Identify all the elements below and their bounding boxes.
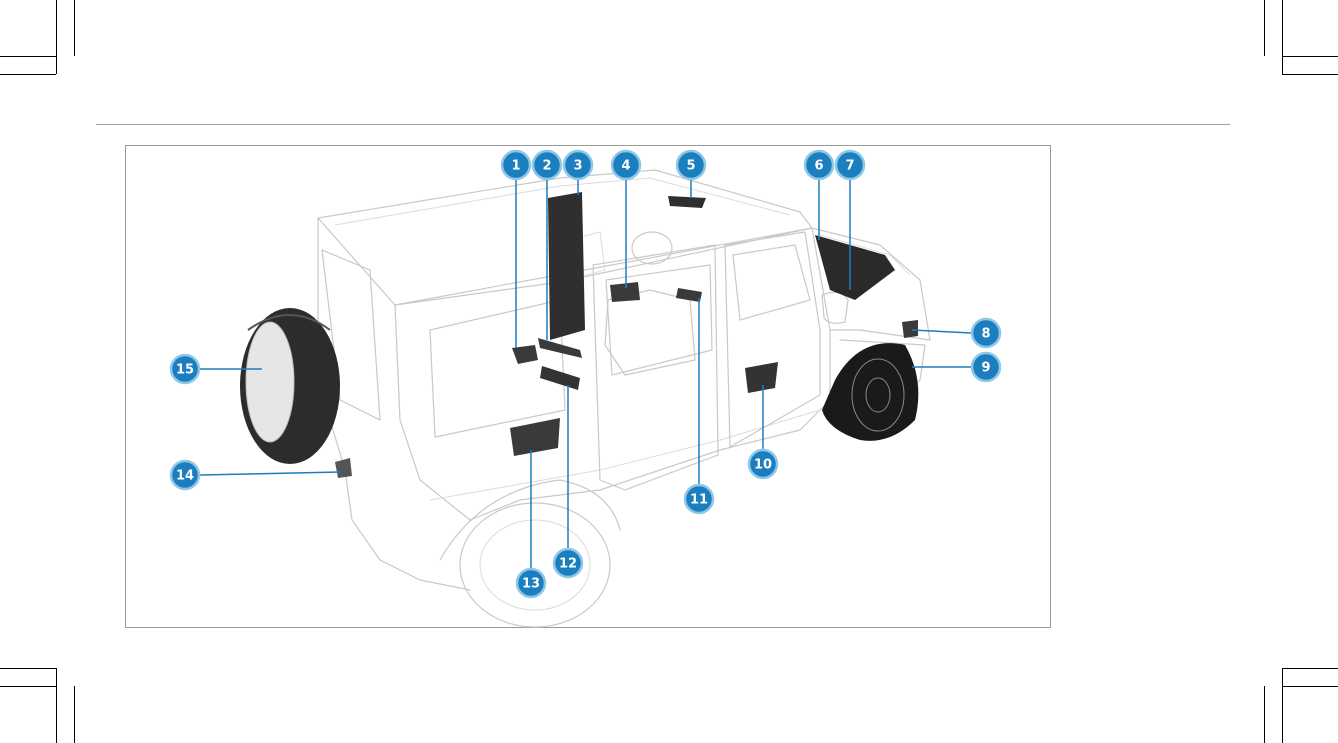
component-14-shape xyxy=(335,458,352,478)
callout-13-label: 13 xyxy=(522,577,540,592)
callout-5-label: 5 xyxy=(686,159,695,174)
callout-2: 2 xyxy=(533,151,561,179)
callout-14: 14 xyxy=(171,461,199,489)
callout-6-label: 6 xyxy=(814,159,823,174)
crop-mark-top-left xyxy=(0,0,75,75)
callout-9-label: 9 xyxy=(981,361,990,376)
callout-12-label: 12 xyxy=(559,557,577,572)
callout-13: 13 xyxy=(517,569,545,597)
vehicle-illustration xyxy=(240,170,930,627)
callout-15-label: 15 xyxy=(176,363,194,378)
spare-wheel xyxy=(240,308,340,464)
component-5-shape xyxy=(668,196,706,208)
callout-12: 12 xyxy=(554,549,582,577)
crop-mark-top-right xyxy=(1265,0,1338,75)
component-13-shape xyxy=(510,418,560,456)
callout-15: 15 xyxy=(171,355,199,383)
callout-4-label: 4 xyxy=(621,159,630,174)
component-3-shape xyxy=(548,192,585,340)
callout-5: 5 xyxy=(677,151,705,179)
crop-mark-bottom-right xyxy=(1265,668,1338,743)
callout-7-label: 7 xyxy=(845,159,854,174)
callout-11: 11 xyxy=(685,485,713,513)
component-10-shape xyxy=(745,362,778,393)
callout-7: 7 xyxy=(836,151,864,179)
callout-8: 8 xyxy=(972,319,1000,347)
component-11-shape xyxy=(676,288,702,302)
callout-14-label: 14 xyxy=(176,469,194,484)
callout-2-label: 2 xyxy=(542,159,551,174)
callout-1: 1 xyxy=(502,151,530,179)
callout-3-label: 3 xyxy=(573,159,582,174)
callout-4: 4 xyxy=(612,151,640,179)
callout-6: 6 xyxy=(805,151,833,179)
callout-8-label: 8 xyxy=(981,327,990,342)
component-12-shape xyxy=(540,366,580,390)
callout-3: 3 xyxy=(564,151,592,179)
component-2-shape xyxy=(538,338,582,358)
callout-9: 9 xyxy=(972,353,1000,381)
crop-mark-bottom-left xyxy=(0,668,75,743)
callout-10: 10 xyxy=(749,450,777,478)
component-4-shape xyxy=(610,282,640,302)
callout-10-label: 10 xyxy=(754,458,772,473)
component-8-shape xyxy=(902,320,918,338)
callout-11-label: 11 xyxy=(690,493,708,508)
callout-1-label: 1 xyxy=(511,159,520,174)
